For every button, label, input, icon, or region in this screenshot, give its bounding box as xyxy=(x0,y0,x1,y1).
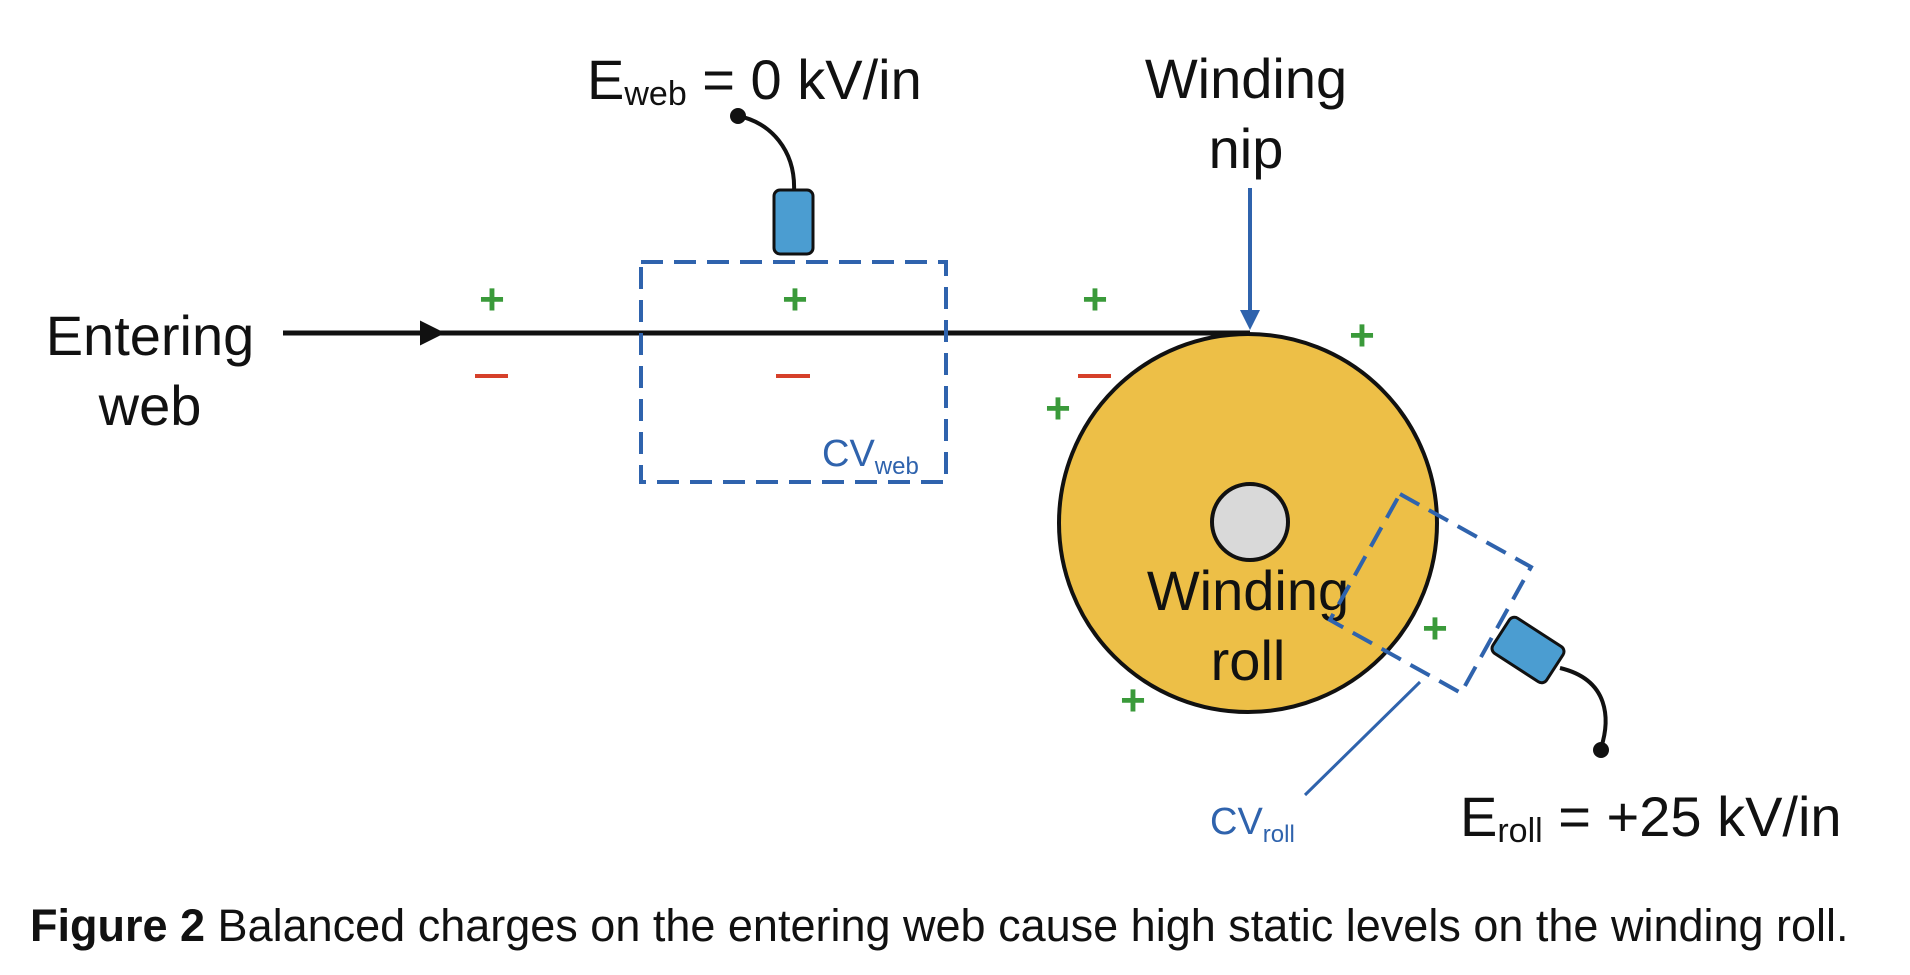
positive-charge: + xyxy=(479,275,505,324)
figure-caption: Figure 2 Balanced charges on the enterin… xyxy=(30,900,1900,952)
cv-web-label: CVweb xyxy=(822,433,919,480)
roll-sensor xyxy=(1490,615,1566,685)
winding-nip-label-line2: nip xyxy=(1209,117,1284,180)
figure-caption-label: Figure 2 xyxy=(30,900,206,951)
e-web-label: Eweb = 0 kV/in xyxy=(587,48,922,113)
positive-charge: + xyxy=(782,275,808,324)
positive-charge: + xyxy=(1120,676,1146,725)
roll-sensor-cable-end xyxy=(1593,742,1609,758)
web-sensor-cable-end xyxy=(730,108,746,124)
electrostatic-fieldmeter-icon xyxy=(1490,615,1566,685)
roll-sensor-cable xyxy=(1559,666,1608,749)
cv-roll-box xyxy=(1327,491,1534,696)
winding-roll-label-line2: roll xyxy=(1211,629,1286,692)
web-sensor-cable xyxy=(737,114,797,193)
winding-roll-label-line1: Winding xyxy=(1147,559,1349,622)
positive-charge: + xyxy=(1422,604,1448,653)
positive-charge: + xyxy=(1045,384,1071,433)
entering-web-label-line2: web xyxy=(98,374,202,437)
electrostatic-fieldmeter-icon xyxy=(772,188,815,256)
figure-caption-text: Balanced charges on the entering web cau… xyxy=(205,900,1849,951)
winding-nip-label-line1: Winding xyxy=(1145,47,1347,110)
entering-web-label-line1: Entering xyxy=(46,304,255,367)
positive-charge: + xyxy=(1349,311,1375,360)
cv-roll-leader-line xyxy=(1303,680,1422,797)
e-roll-label: Eroll = +25 kV/in xyxy=(1460,785,1842,850)
cv-roll-label: CVroll xyxy=(1210,801,1295,848)
positive-charge: + xyxy=(1082,275,1108,324)
roll-core xyxy=(1210,482,1290,562)
cv-web-box xyxy=(639,260,948,484)
